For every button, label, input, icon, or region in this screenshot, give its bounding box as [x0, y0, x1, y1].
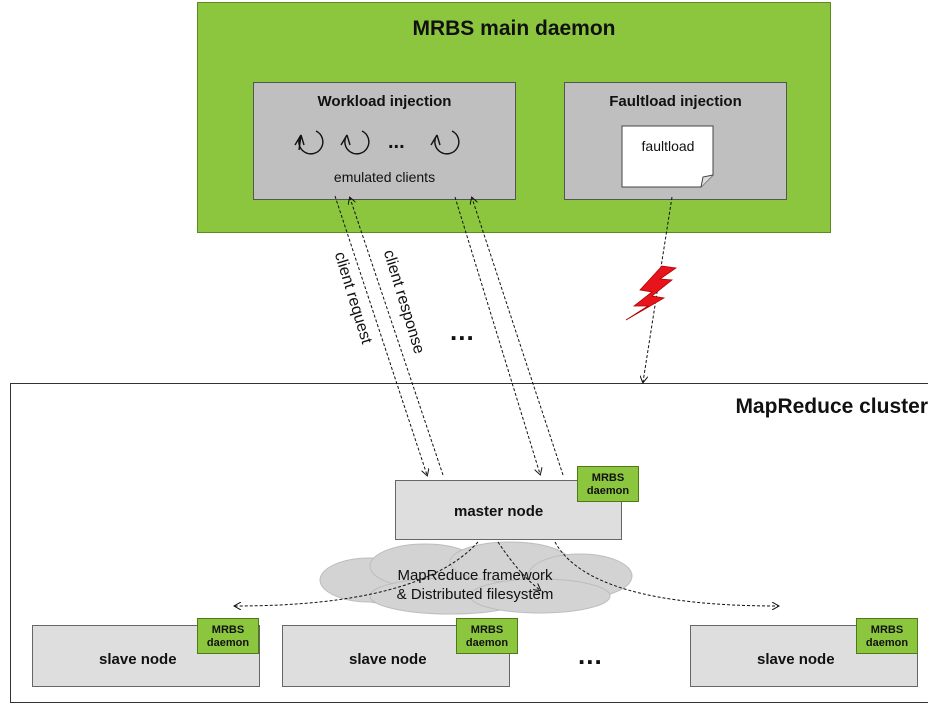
framework-label: MapReduce framework & Distributed filesy… [370, 566, 580, 604]
badge-line2: daemon [865, 637, 909, 649]
badge-line1: MRBS [870, 624, 904, 636]
client-response-label: client response [379, 248, 428, 356]
faultload-document-icon [621, 125, 714, 188]
clients-ellipsis: ... [388, 131, 405, 153]
faultload-injection-box: Faultload injection faultload [564, 82, 787, 200]
connections-ellipsis: ... [450, 316, 475, 346]
faultload-doc-label: faultload [641, 138, 695, 154]
workload-injection-title: Workload injection [317, 93, 452, 110]
badge-line1: MRBS [470, 624, 504, 636]
emulated-clients-label: emulated clients [333, 169, 436, 185]
cluster-title: MapReduce cluster [735, 395, 928, 418]
slave-node-label: slave node [757, 651, 835, 668]
slave-mrbs-daemon-badge: MRBS daemon [197, 618, 259, 654]
badge-line1: MRBS [211, 624, 245, 636]
framework-label-line2: & Distributed filesystem [396, 586, 554, 603]
slaves-ellipsis: ... [578, 640, 603, 670]
fault-lightning-icon [625, 265, 678, 321]
slave-mrbs-daemon-badge: MRBS daemon [456, 618, 518, 654]
mrbs-main-daemon: MRBS main daemon Workload injection ... … [197, 2, 831, 233]
master-mrbs-daemon-badge: MRBS daemon [577, 466, 639, 502]
slave-mrbs-daemon-badge: MRBS daemon [856, 618, 918, 654]
faultload-injection-title: Faultload injection [609, 93, 742, 110]
client-cycle-icon [340, 130, 370, 155]
main-daemon-title: MRBS main daemon [412, 17, 616, 40]
client-request-label: client request [330, 250, 375, 346]
badge-line2: daemon [206, 637, 250, 649]
master-node-label: master node [454, 503, 544, 520]
workload-injection-box: Workload injection ... emulated clients [253, 82, 516, 200]
badge-line1: MRBS [591, 472, 625, 484]
slave-node-label: slave node [99, 651, 177, 668]
client-cycle-icon [430, 130, 460, 155]
badge-line2: daemon [465, 637, 509, 649]
framework-label-line1: MapReduce framework [397, 567, 553, 584]
client-cycle-icon [294, 130, 324, 155]
badge-line2: daemon [586, 485, 630, 497]
slave-node-label: slave node [349, 651, 427, 668]
